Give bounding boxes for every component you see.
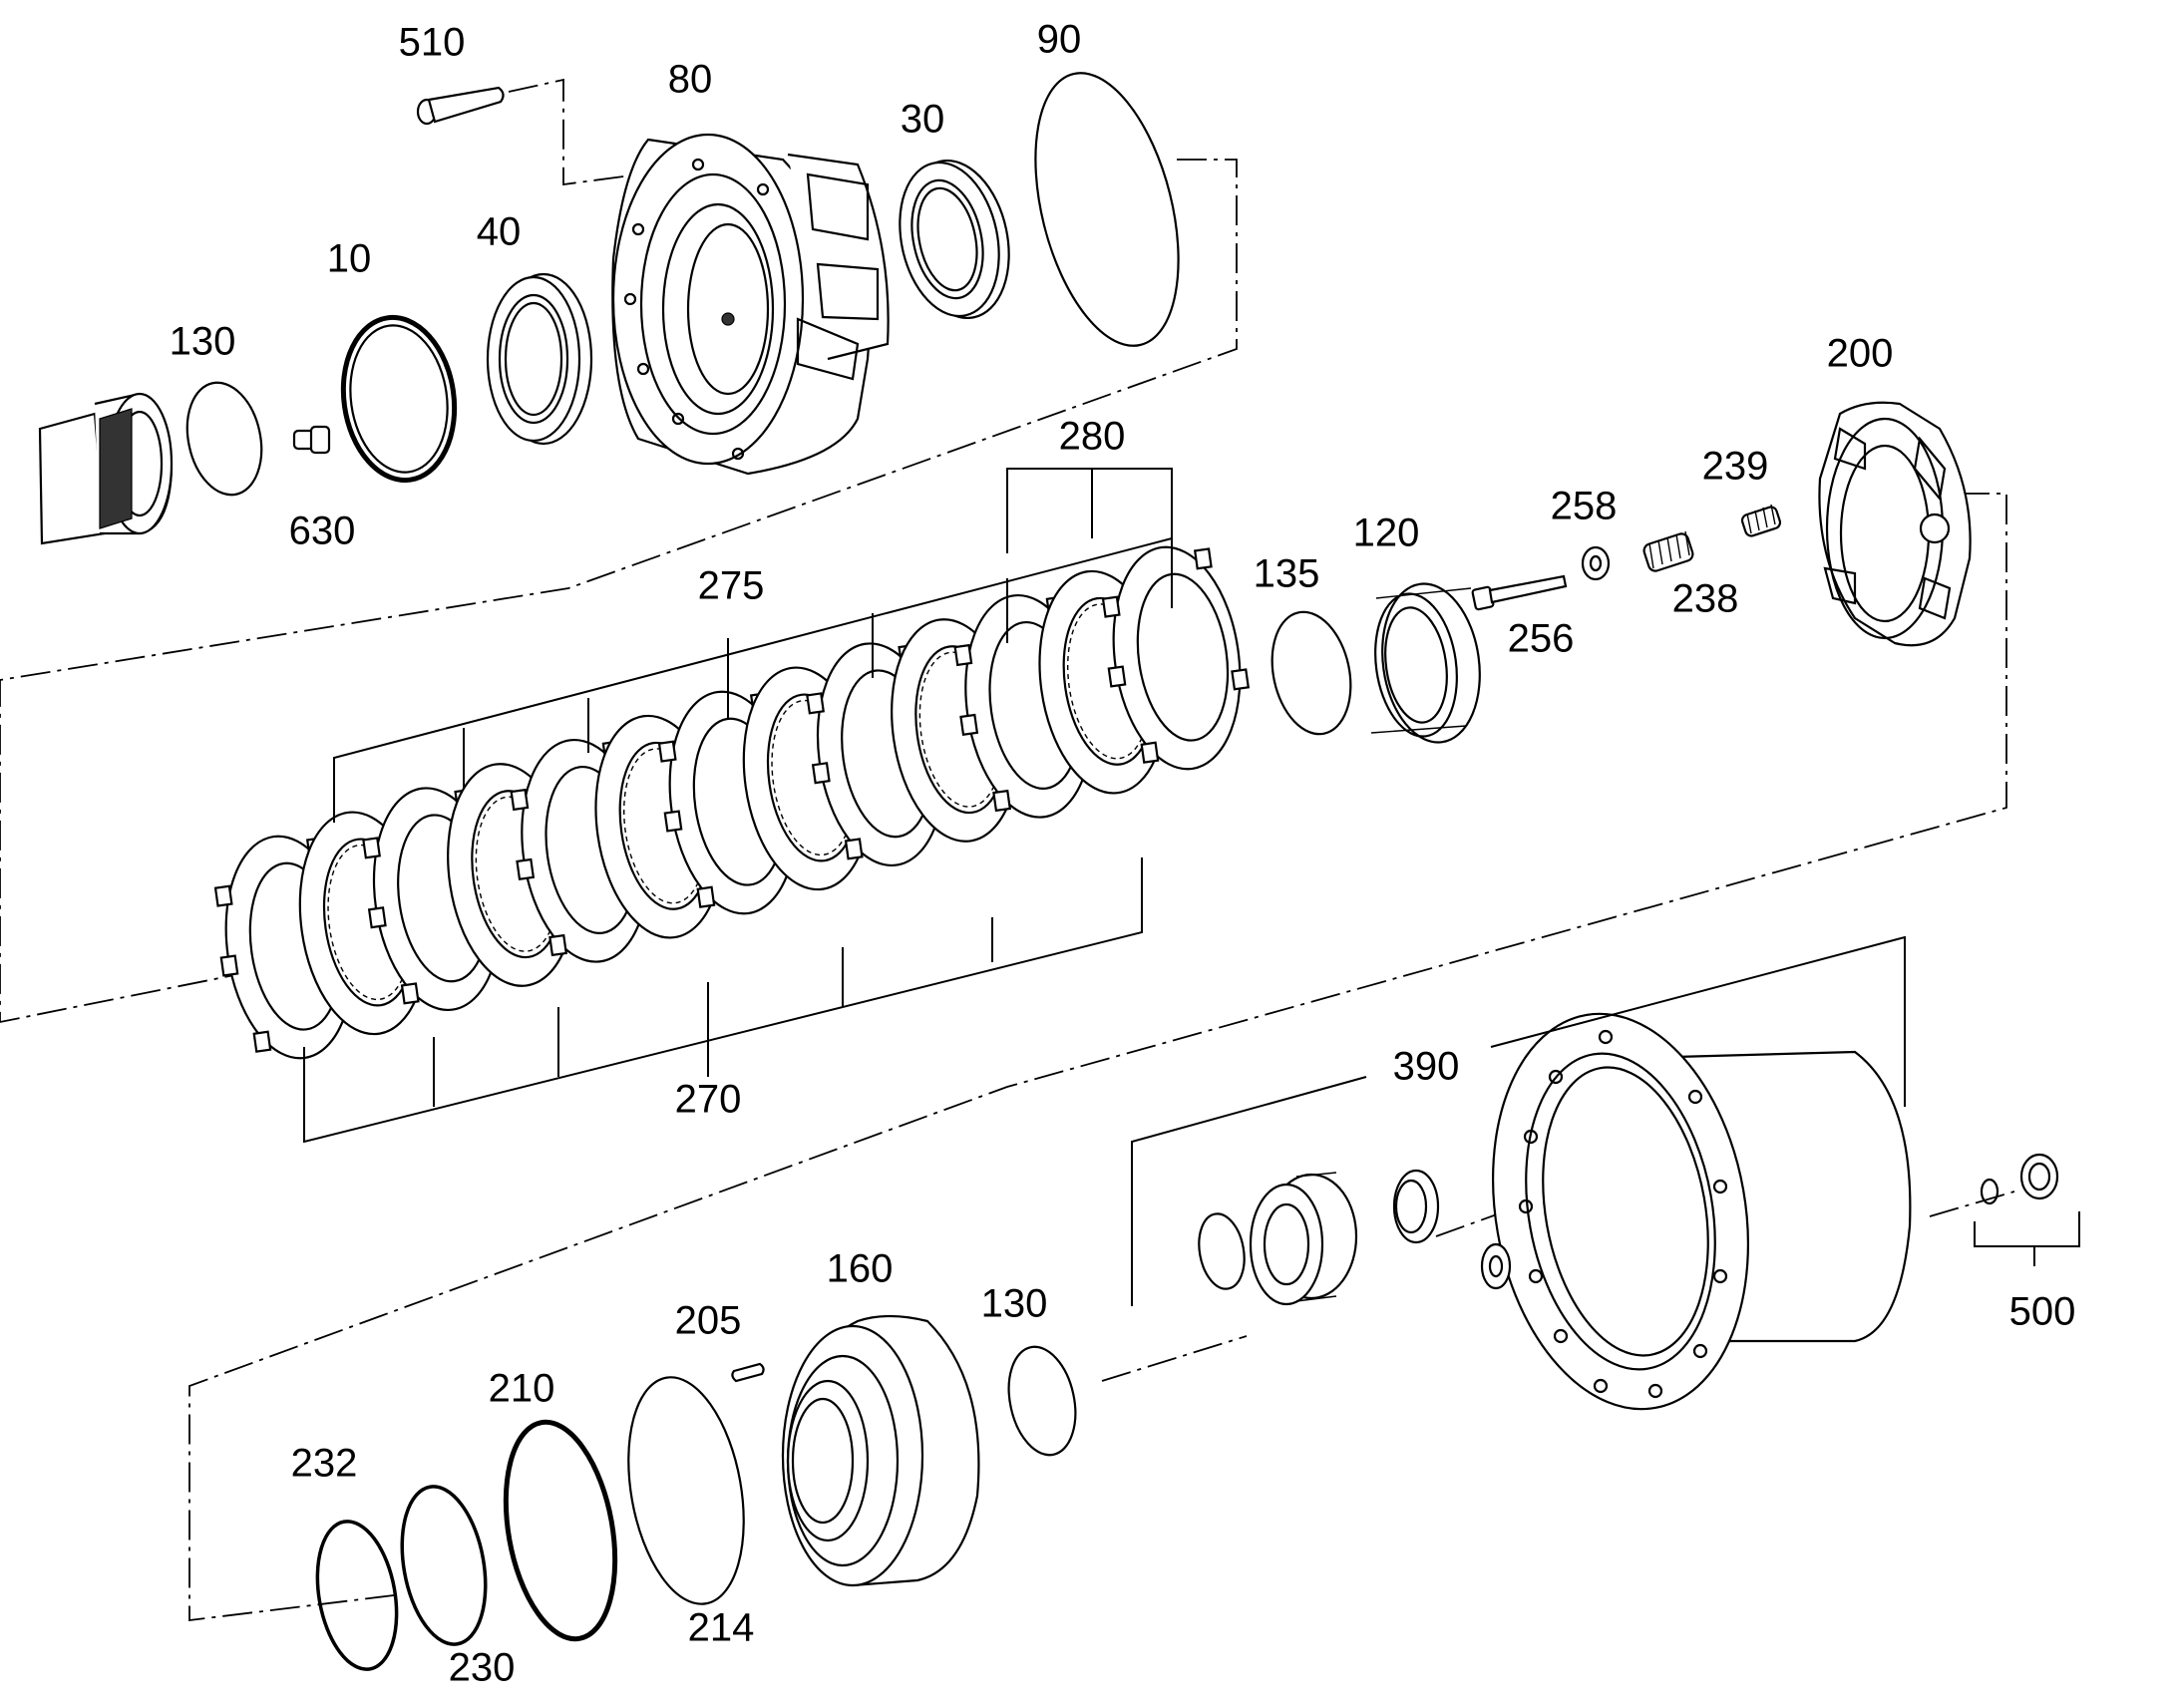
callout-630: 630 (289, 510, 356, 553)
callout-214: 214 (688, 1606, 755, 1650)
snap-ring-135 (1271, 610, 1352, 736)
bolt-630 (292, 425, 331, 455)
o-ring-210 (503, 1419, 618, 1642)
spring-238 (1642, 530, 1694, 572)
callout-brackets (303, 468, 1173, 1144)
pin-205 (731, 1362, 765, 1383)
callout-258: 258 (1551, 485, 1618, 528)
callout-275: 275 (698, 564, 765, 608)
bearing-40 (486, 272, 593, 446)
callout-130-upper: 130 (170, 320, 236, 364)
callout-bracket-390 (1131, 935, 1906, 1306)
o-ring-214 (627, 1376, 745, 1605)
snap-ring-232 (315, 1520, 399, 1671)
callout-270: 270 (675, 1078, 742, 1122)
drum-390 (1491, 1012, 1912, 1411)
spring-239 (1740, 504, 1782, 537)
callout-256: 256 (1508, 617, 1575, 661)
callout-280: 280 (1059, 415, 1126, 459)
callout-labels: 510 80 90 30 40 10 130 630 200 280 239 2… (170, 18, 2076, 1690)
callout-40: 40 (477, 210, 522, 254)
snap-ring-130-upper (185, 381, 263, 497)
callout-238: 238 (1672, 577, 1739, 621)
callout-30: 30 (901, 98, 945, 142)
snap-ring-130-lower (1007, 1345, 1077, 1457)
planet-gear-assembly (1198, 1169, 1512, 1306)
clutch-disc-stack (213, 545, 1251, 1060)
callout-230: 230 (449, 1646, 516, 1690)
washer-258 (1581, 545, 1611, 581)
callout-120: 120 (1353, 512, 1420, 555)
bearing-30 (899, 159, 1010, 320)
callout-232: 232 (291, 1442, 358, 1486)
ring-230 (400, 1485, 488, 1646)
callout-510: 510 (399, 21, 466, 65)
callout-80: 80 (668, 58, 713, 102)
callout-500: 500 (2009, 1290, 2076, 1334)
ring-gear-120 (1370, 582, 1481, 744)
carrier-160 (781, 1314, 980, 1587)
housing-80 (611, 133, 890, 476)
callout-135: 135 (1254, 552, 1320, 596)
plug-500 (1974, 1153, 2080, 1266)
callout-390: 390 (1393, 1045, 1460, 1089)
callout-10: 10 (327, 237, 372, 281)
gear-shaft-part (38, 392, 174, 545)
callout-90: 90 (1037, 18, 1082, 62)
o-ring-90 (1034, 72, 1180, 347)
callout-210: 210 (489, 1367, 555, 1411)
bolt-256 (1471, 574, 1568, 611)
callout-130-lower: 130 (981, 1282, 1048, 1326)
callout-200: 200 (1827, 332, 1894, 376)
pin-510 (416, 86, 505, 126)
callout-239: 239 (1702, 445, 1769, 489)
callout-205: 205 (675, 1299, 742, 1343)
piston-200 (1818, 401, 1972, 647)
seal-ring-10 (340, 314, 458, 484)
callout-160: 160 (827, 1247, 894, 1291)
